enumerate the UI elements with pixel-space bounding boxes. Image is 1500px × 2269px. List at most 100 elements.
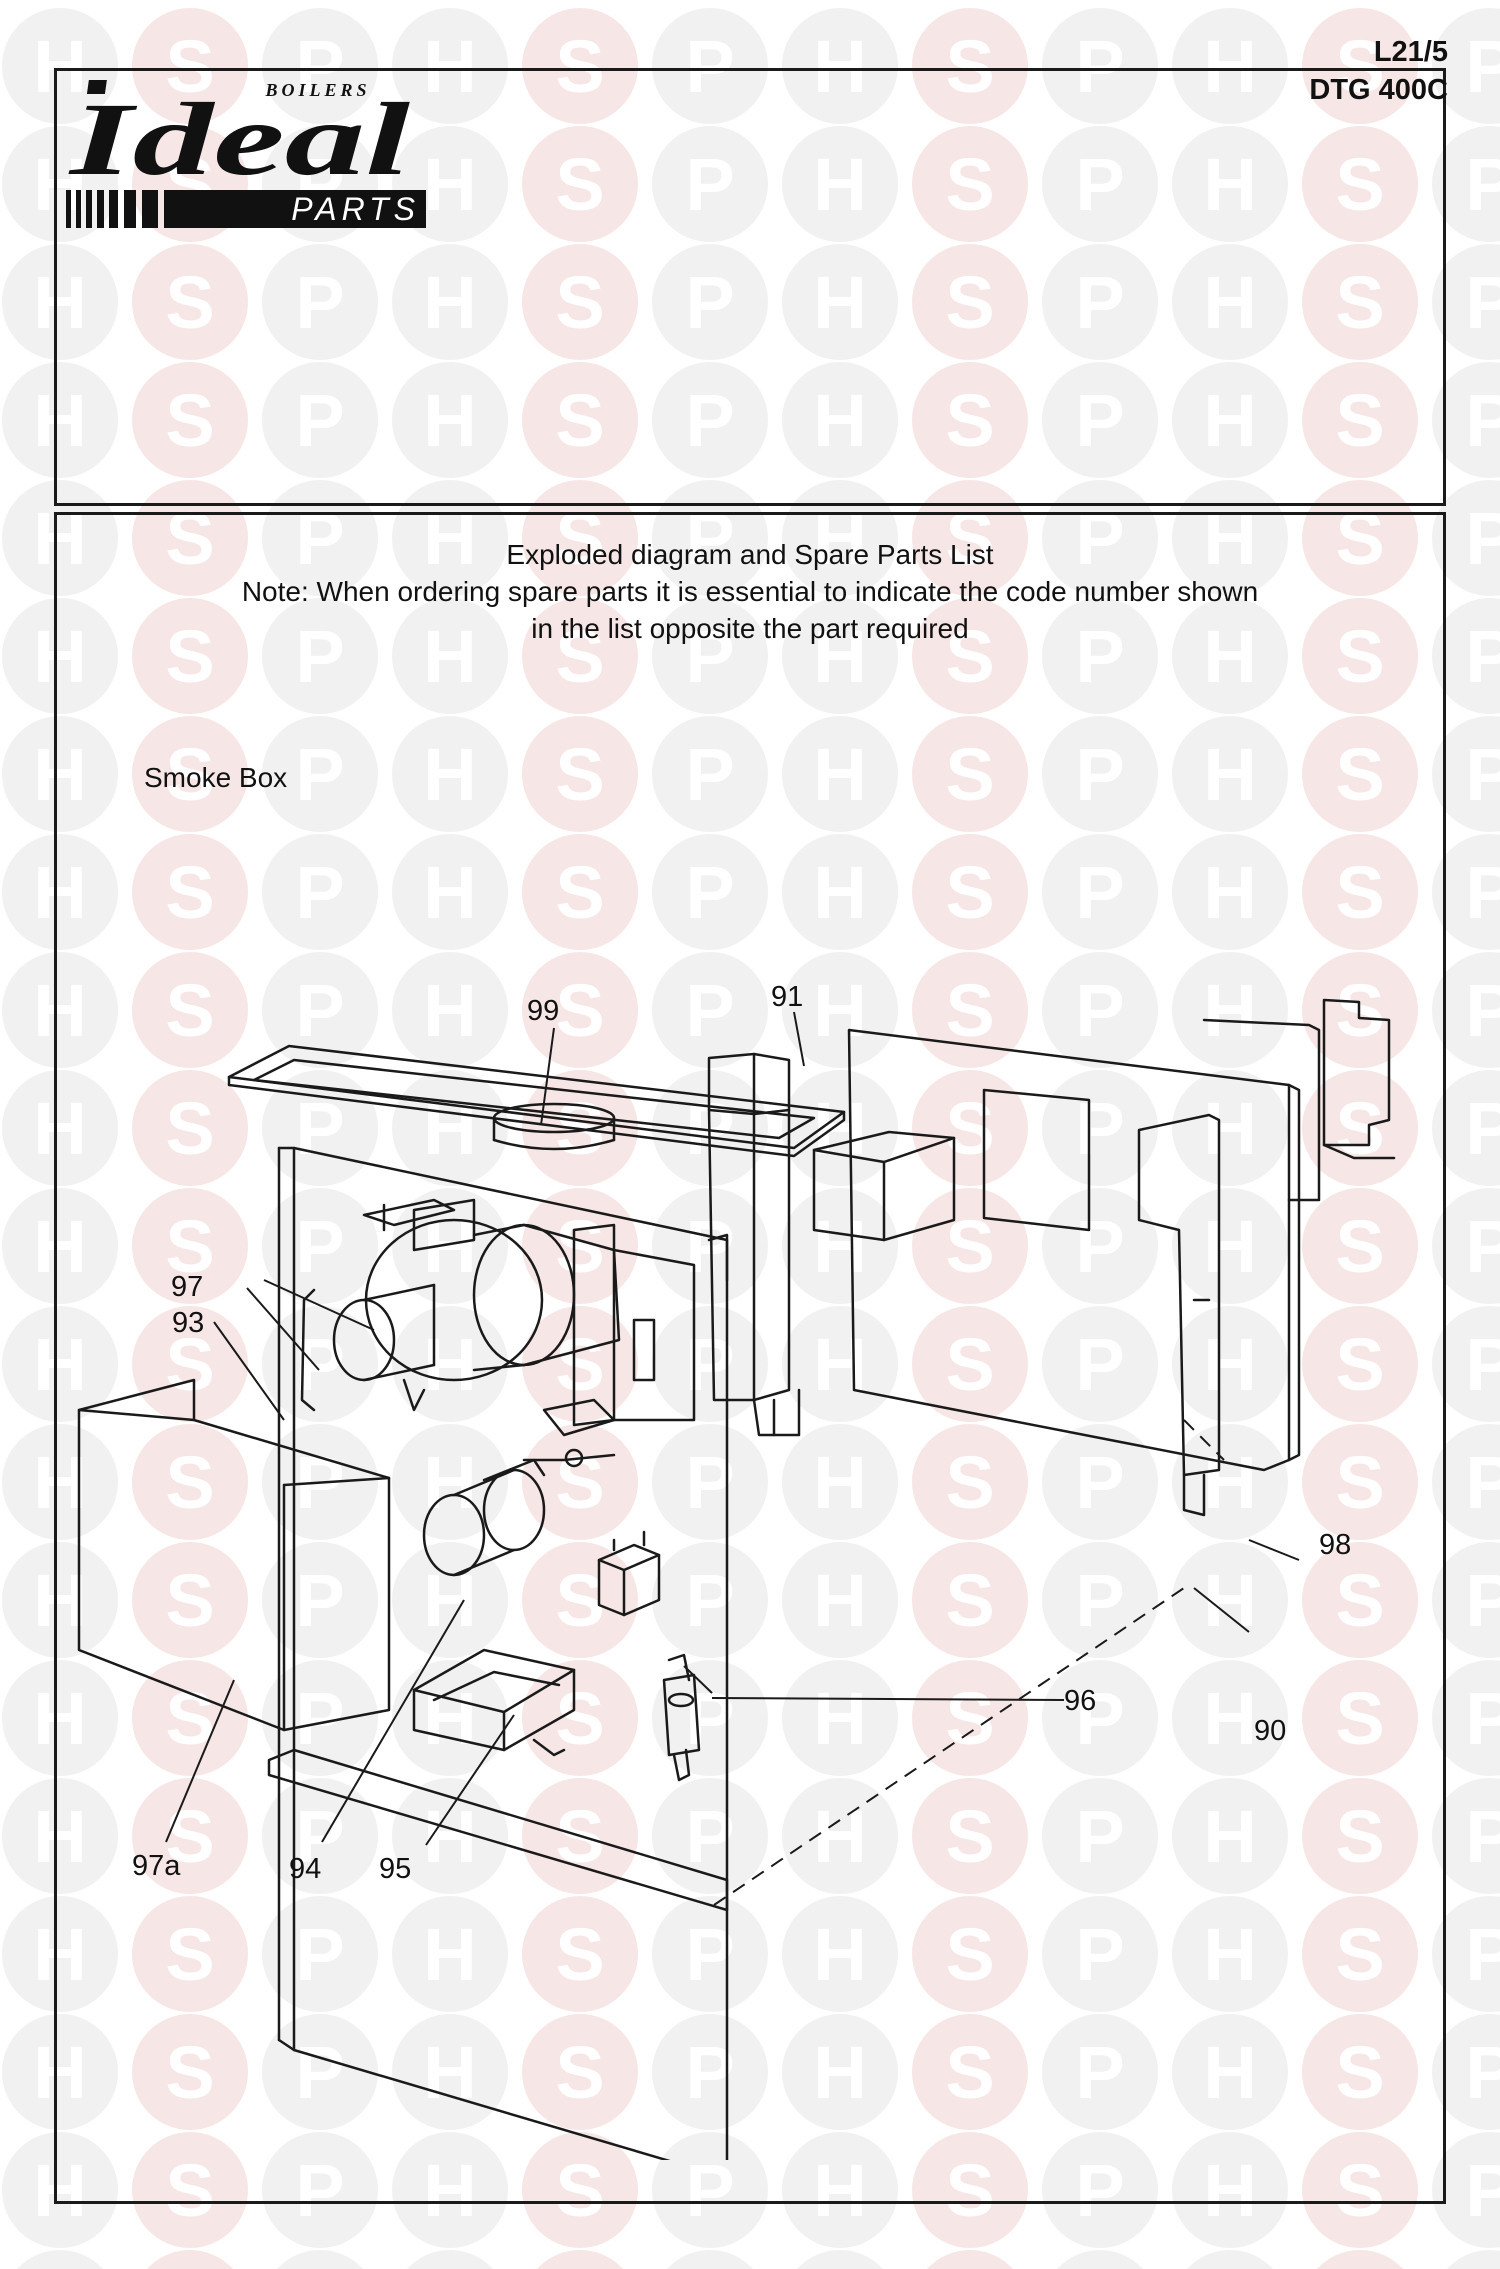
part-99-top-gasket xyxy=(227,1044,846,1158)
watermark-letter: P xyxy=(295,1795,344,1878)
watermark-letter: P xyxy=(1465,25,1500,108)
watermark-circle xyxy=(132,1306,248,1422)
watermark-circle xyxy=(1302,1306,1418,1422)
watermark-circle xyxy=(392,244,508,360)
watermark-circle xyxy=(2,598,118,714)
watermark-letter: S xyxy=(555,379,604,462)
watermark-letter: P xyxy=(1465,1559,1500,1642)
watermark-circle xyxy=(132,716,248,832)
callout-91: 91 xyxy=(771,981,803,1013)
watermark-circle xyxy=(782,244,898,360)
watermark-letter: S xyxy=(555,2149,604,2232)
watermark-circle xyxy=(1042,952,1158,1068)
watermark-letter: P xyxy=(685,615,734,698)
watermark-circle xyxy=(132,598,248,714)
watermark-letter: H xyxy=(423,1913,476,1996)
watermark-circle xyxy=(392,716,508,832)
part-back-plates xyxy=(1202,998,1396,1202)
watermark-circle xyxy=(1042,362,1158,478)
watermark-letter: P xyxy=(1075,1205,1124,1288)
watermark-circle xyxy=(1302,834,1418,950)
watermark-circle xyxy=(652,1660,768,1776)
watermark-letter: H xyxy=(33,1205,86,1288)
watermark-letter: S xyxy=(1335,1795,1384,1878)
watermark-circle xyxy=(652,1188,768,1304)
watermark-circle xyxy=(1432,1070,1500,1186)
watermark-letter: P xyxy=(1465,1441,1500,1524)
watermark-circle xyxy=(1302,244,1418,360)
watermark-circle xyxy=(392,1542,508,1658)
smoke-box-exploded-diagram: 99 91 97 93 98 96 90 97a 94 95 xyxy=(77,981,1396,2160)
watermark-circle xyxy=(1172,480,1288,596)
watermark-letter: S xyxy=(945,851,994,934)
watermark-circle xyxy=(652,1542,768,1658)
diagram-frame xyxy=(54,512,1446,2204)
watermark-letter: P xyxy=(1465,1913,1500,1996)
watermark-letter: H xyxy=(33,733,86,816)
watermark-letter: H xyxy=(813,851,866,934)
watermark-letter: H xyxy=(813,1441,866,1524)
watermark-letter: S xyxy=(945,261,994,344)
page-reference: L21/5 xyxy=(1373,36,1448,68)
watermark-circle xyxy=(1302,1660,1418,1776)
watermark-circle xyxy=(1042,126,1158,242)
part-91-vertical-channel xyxy=(707,1052,801,1437)
watermark-letter: S xyxy=(165,1559,214,1642)
watermark-circle xyxy=(522,716,638,832)
watermark-circle xyxy=(927,2250,1013,2269)
watermark-circle xyxy=(1172,8,1288,124)
watermark-letter: S xyxy=(555,1205,604,1288)
watermark-letter: H xyxy=(1203,25,1256,108)
watermark-circle xyxy=(262,244,378,360)
watermark-circle xyxy=(782,952,898,1068)
part-control-box xyxy=(812,1130,956,1242)
watermark-circle xyxy=(1302,1896,1418,2012)
watermark-circle xyxy=(392,362,508,478)
watermark-circle xyxy=(1302,716,1418,832)
watermark-circle xyxy=(1172,1542,1288,1658)
watermark-circle xyxy=(1172,1896,1288,2012)
watermark-letter: P xyxy=(1075,1441,1124,1524)
watermark-letter: P xyxy=(1465,1205,1500,1288)
watermark-letter: H xyxy=(33,969,86,1052)
watermark-circle xyxy=(2,1424,118,1540)
watermark-letter: P xyxy=(295,851,344,934)
watermark-letter: S xyxy=(1335,1913,1384,1996)
watermark-letter: H xyxy=(813,1913,866,1996)
watermark-letter: H xyxy=(1203,1087,1256,1170)
watermark-circle xyxy=(262,716,378,832)
watermark-letter: H xyxy=(33,1677,86,1760)
watermark-circle xyxy=(1432,952,1500,1068)
watermark-circle xyxy=(537,2250,623,2269)
watermark-letter: H xyxy=(1203,497,1256,580)
watermark-circle xyxy=(522,1306,638,1422)
watermark-letter: P xyxy=(295,733,344,816)
watermark-circle xyxy=(1432,1188,1500,1304)
watermark-letter: P xyxy=(1075,261,1124,344)
watermark-circle xyxy=(1432,8,1500,124)
watermark-letter: P xyxy=(1075,2149,1124,2232)
watermark-letter: P xyxy=(295,379,344,462)
watermark-letter: S xyxy=(1335,1677,1384,1760)
watermark-circle xyxy=(912,1896,1028,2012)
watermark-circle xyxy=(912,8,1028,124)
watermark-letter: H xyxy=(33,2267,86,2269)
part-93-front-panel xyxy=(277,1146,729,2160)
watermark-letter: S xyxy=(945,497,994,580)
watermark-letter: S xyxy=(945,615,994,698)
watermark-letter: H xyxy=(1203,379,1256,462)
watermark-circle xyxy=(262,1542,378,1658)
watermark-letter: H xyxy=(1203,2149,1256,2232)
watermark-circle xyxy=(782,480,898,596)
watermark-circle xyxy=(912,1542,1028,1658)
watermark-circle xyxy=(2,1542,118,1658)
callout-90: 90 xyxy=(1254,1715,1286,1747)
watermark-letter: H xyxy=(1203,1323,1256,1406)
watermark-circle xyxy=(132,2132,248,2248)
watermark-letter: P xyxy=(685,261,734,344)
watermark-circle xyxy=(912,244,1028,360)
watermark-circle xyxy=(2,1778,118,1894)
watermark-letter: P xyxy=(1465,2149,1500,2232)
watermark-circle xyxy=(782,362,898,478)
watermark-letter: H xyxy=(813,25,866,108)
